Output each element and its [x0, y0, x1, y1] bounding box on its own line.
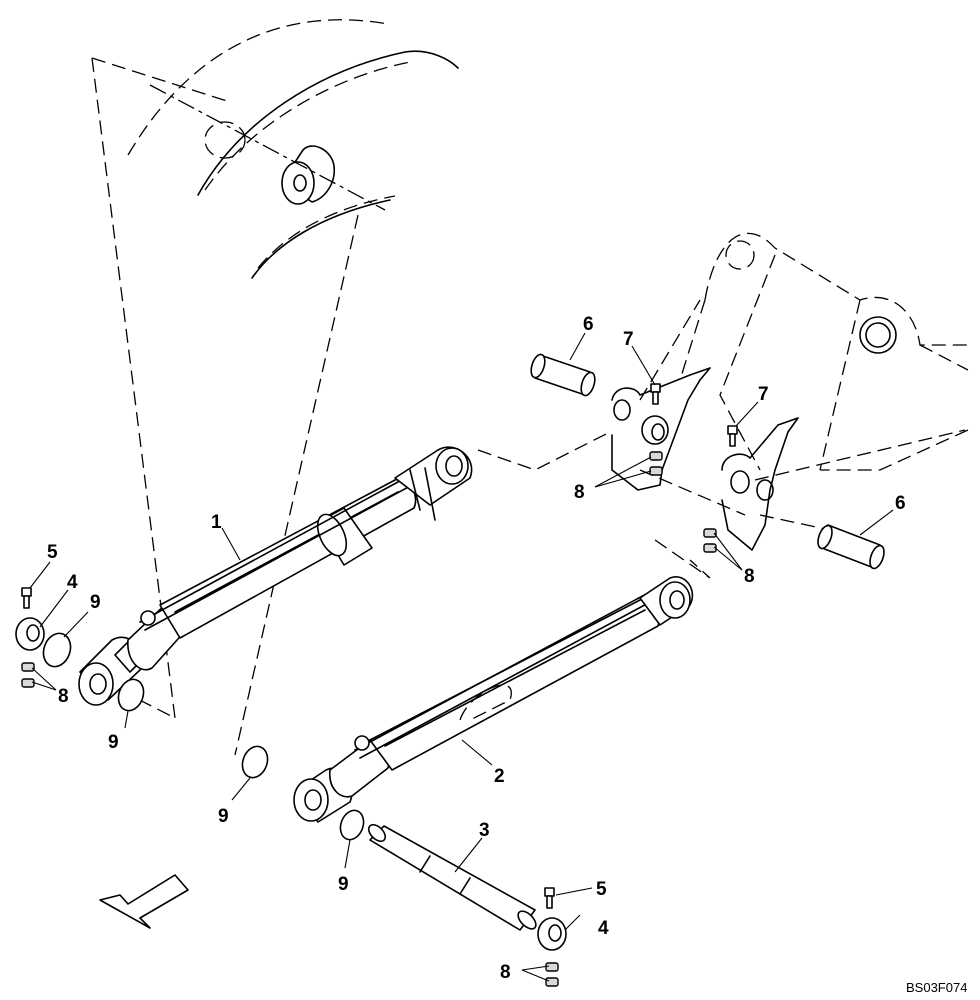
nuts-8-lower: [703, 528, 717, 553]
callout-5-left: 5: [47, 542, 58, 563]
cylinder-1: [78, 446, 473, 706]
arm-bracket: [611, 232, 969, 551]
shim-9-b: [117, 678, 145, 712]
callout-6-right: 6: [895, 493, 906, 514]
callout-9-c: 9: [218, 806, 229, 827]
callout-7-right: 7: [758, 384, 769, 405]
collar-4-left: [15, 617, 45, 651]
shim-9-c: [241, 745, 269, 779]
callout-3: 3: [479, 820, 490, 841]
bolt-5-right: [544, 887, 555, 909]
bolt-7-left: [650, 383, 661, 405]
boom-outline: [127, 19, 459, 279]
boom-bushing: [281, 145, 336, 205]
callout-4-left: 4: [67, 572, 78, 593]
callout-8-lower: 8: [744, 566, 755, 587]
collar-4-right: [537, 917, 567, 951]
nuts-8-upper: [649, 451, 663, 476]
pin-3: [367, 823, 537, 931]
bolt-7-right: [727, 425, 738, 447]
shim-9-a: [42, 632, 72, 668]
callout-8-left: 8: [58, 686, 69, 707]
front-direction-arrow: [99, 874, 189, 929]
callout-1: 1: [211, 512, 222, 533]
callout-7-left: 7: [623, 329, 634, 350]
nuts-8-left: [21, 662, 35, 688]
bolt-5-left: [21, 587, 32, 609]
callout-8-bottom: 8: [500, 962, 511, 983]
callout-6-left: 6: [583, 314, 594, 335]
leader-lines: [29, 332, 894, 982]
pin-6-right: [817, 524, 885, 570]
pin-6-left: [530, 353, 596, 397]
cylinder-2: [293, 576, 694, 823]
callout-5-right: 5: [596, 879, 607, 900]
callouts: 1 2 3 4 4 5 5 6 6 7 7 8 8 8 8 9 9 9 9 BS…: [47, 314, 967, 995]
callout-2: 2: [494, 766, 505, 787]
drawing-code: BS03F074: [906, 980, 967, 995]
projection-lines: [91, 57, 966, 756]
callout-9-a: 9: [90, 592, 101, 613]
callout-9-d: 9: [338, 874, 349, 895]
shim-9-d: [339, 809, 365, 841]
nuts-8-bottom: [545, 962, 559, 987]
callout-4-right: 4: [598, 918, 609, 939]
callout-8-upper: 8: [574, 482, 585, 503]
callout-9-b: 9: [108, 732, 119, 753]
